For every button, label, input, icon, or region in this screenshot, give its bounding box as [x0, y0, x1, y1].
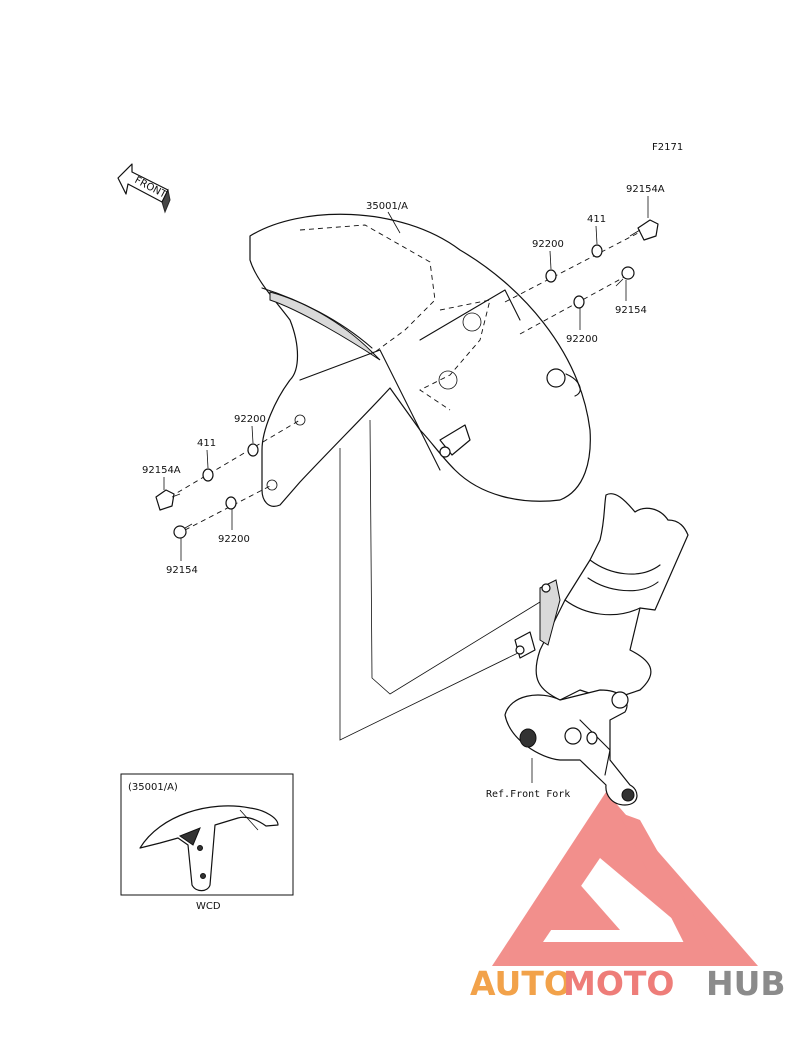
watermark-text: AUTO MOTO HUB	[470, 964, 786, 1003]
washer-92200-left-top	[247, 443, 259, 457]
axis-left-top	[169, 419, 301, 498]
callout-92200-left-top: 92200	[234, 414, 266, 425]
front-fork	[504, 493, 689, 806]
washer-411-left	[202, 468, 214, 482]
washer-411-right	[591, 244, 603, 258]
bolt-92154-right	[615, 266, 635, 287]
callout-92200-right-bottom: 92200	[566, 334, 598, 345]
washer-92200-left-bottom	[225, 496, 237, 510]
callout-92154-left: 92154	[166, 565, 198, 576]
leader-35001a	[387, 211, 401, 234]
callout-92154-right: 92154	[615, 305, 647, 316]
front-arrow-icon: FRONT	[117, 163, 171, 214]
inset-title: (35001/A)	[128, 782, 178, 793]
bolt-92154-left	[173, 523, 193, 539]
inset-box: (35001/A)	[120, 773, 294, 896]
callout-35001a: 35001/A	[366, 201, 408, 212]
callout-411-right: 411	[587, 214, 606, 225]
watermark-part2: MOTO	[563, 964, 674, 1003]
watermark-logo	[492, 792, 758, 966]
bolt-92154a-right	[629, 219, 659, 241]
leader-fender-fork	[339, 448, 521, 741]
watermark-part1: AUTO	[470, 964, 572, 1003]
watermark-part3: HUB	[706, 964, 786, 1003]
washer-92200-right-top	[545, 269, 557, 283]
bolt-92154a-left	[155, 489, 181, 511]
figure-code: F2171	[652, 142, 683, 153]
callout-411-left: 411	[197, 438, 216, 449]
axis-right-top	[504, 231, 641, 303]
front-fender	[249, 213, 591, 507]
washer-92200-right-bottom	[573, 295, 585, 309]
inset-caption: WCD	[196, 901, 221, 912]
callout-front-fork: Ref.Front Fork	[486, 789, 570, 800]
callout-92154a-left: 92154A	[142, 465, 181, 476]
callout-92200-right-top: 92200	[532, 239, 564, 250]
callout-92200-left-bottom: 92200	[218, 534, 250, 545]
inset-fender	[139, 805, 279, 892]
callout-92154a-right: 92154A	[626, 184, 665, 195]
axis-right-bottom	[519, 274, 629, 335]
leader-fender-fork-inner	[369, 419, 541, 695]
